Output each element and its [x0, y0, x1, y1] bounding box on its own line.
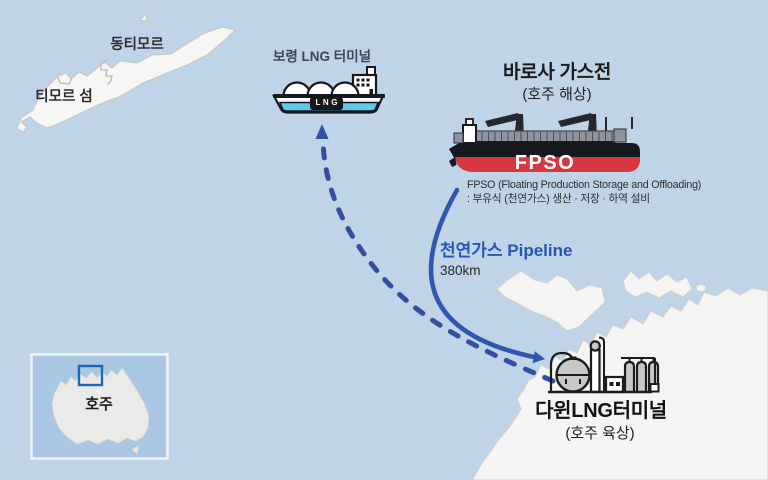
shipping-arrowhead: [315, 124, 329, 139]
coastal-islands-shape: [622, 270, 693, 299]
lng-shipping-route-dashed: [320, 139, 556, 384]
lng-terminal-icon: [548, 336, 660, 394]
lng-hull-badge: LNG: [310, 97, 343, 110]
lng-carrier-icon: [272, 66, 385, 114]
timor-border-line: [100, 59, 113, 86]
terminal-riser-pipe: [598, 336, 605, 392]
pipeline-route: [428, 187, 545, 364]
darwin-terminal-title: 다윈LNG터미널: [535, 400, 667, 422]
timor-island-label: 티모르 섬: [35, 89, 93, 105]
inset-tasmania-shape: [131, 445, 140, 455]
pipeline-distance: 380km: [440, 263, 481, 278]
inset-highlight-box: [77, 364, 104, 387]
fpso-module-lines: [481, 132, 613, 142]
building-window: [609, 382, 614, 386]
fpso-vessel-icon: [449, 113, 640, 172]
pipeline-route-line: [428, 187, 537, 360]
timor-islet: [138, 11, 148, 22]
fpso-stern-block: [613, 128, 627, 143]
terminal-column: [589, 348, 601, 394]
fpso-description-line1: FPSO (Floating Production Storage and Of…: [467, 179, 702, 191]
pipeline-label: 천연가스 Pipeline: [440, 241, 573, 260]
fpso-hull-red-stripe: [455, 157, 640, 172]
oecusse-border-line: [57, 76, 73, 85]
pipe-foot-block: [649, 383, 660, 393]
east-timor-label: 동티모르: [110, 37, 164, 53]
fpso-deck-base: [476, 141, 616, 144]
barossa-gasfield-title: 바로사 가스전: [502, 62, 612, 83]
bridge-windows: [356, 78, 373, 96]
pipeline-arrowhead: [532, 351, 545, 364]
shipping-route: [315, 124, 556, 384]
lng-tank-domes: [282, 81, 360, 98]
small-islet: [695, 284, 707, 292]
terminal-building: [604, 375, 625, 394]
fpso-description-line2: : 부유식 (천연가스) 생산 · 저장 · 하역 설비: [467, 193, 650, 205]
inset-country-label: 호주: [85, 396, 113, 413]
darwin-subtitle: (호주 육상): [565, 425, 635, 442]
sphere-top-nozzle: [569, 356, 577, 360]
silo-overhead-pipe: [621, 357, 656, 384]
inset-australia-shape: [51, 367, 150, 445]
building-window: [616, 382, 620, 386]
fpso-bow-block: [453, 132, 464, 144]
sphere-tank-details: [557, 374, 589, 384]
ship-deck-line: [273, 94, 385, 98]
column-sphere-cap: [589, 340, 601, 352]
inset-map: [30, 353, 169, 460]
tiwi-islands-shape: [496, 270, 606, 332]
timor-island-shape: [16, 11, 236, 133]
fpso-hull-label: FPSO: [514, 152, 576, 174]
fpso-white-tower: [462, 124, 477, 144]
boryeong-terminal-label: 보령 LNG 터미널: [272, 49, 372, 64]
fpso-bow-notch: [449, 157, 457, 167]
barossa-subtitle: (호주 해상): [522, 86, 592, 103]
